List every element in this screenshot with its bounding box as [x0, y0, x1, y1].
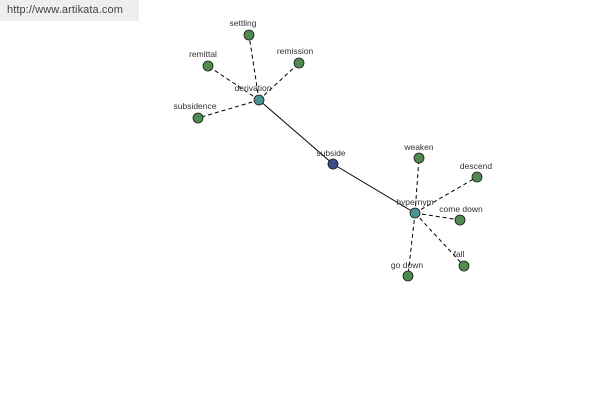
label-derivation: derivation — [235, 83, 272, 93]
node-descend[interactable] — [471, 171, 483, 183]
label-fall: fall — [454, 249, 465, 259]
label-come-down: come down — [439, 204, 483, 214]
edge-hypernym-weaken — [414, 157, 420, 214]
node-remission[interactable] — [293, 57, 305, 69]
label-subside: subside — [316, 148, 346, 158]
edge-hypernym-come-down — [414, 212, 461, 221]
edge-hypernym-descend — [414, 176, 478, 214]
node-subsidence[interactable] — [192, 112, 204, 124]
node-weaken[interactable] — [413, 152, 425, 164]
edge-derivation-remittal — [207, 65, 260, 101]
label-descend: descend — [460, 161, 492, 171]
edge-hypernym-go-down — [407, 212, 416, 277]
edge-derivation-subsidence — [197, 99, 260, 119]
node-come-down[interactable] — [454, 214, 466, 226]
label-remission: remission — [277, 46, 314, 56]
label-weaken: weaken — [403, 142, 434, 152]
node-settling[interactable] — [243, 29, 255, 41]
node-remittal[interactable] — [202, 60, 214, 72]
graph-edges — [197, 34, 478, 277]
label-go-down: go down — [391, 260, 423, 270]
graph-nodes — [192, 29, 483, 282]
graph-labels: subside derivation settling remittal remissi… — [173, 18, 492, 270]
edge-derivation-remission — [258, 62, 300, 101]
edge-derivation-settling — [248, 34, 260, 101]
node-go-down[interactable] — [402, 270, 414, 282]
edge-subside-derivation — [258, 99, 334, 165]
node-hypernym[interactable] — [409, 207, 421, 219]
label-settling: settling — [230, 18, 257, 28]
watermark-url: http://www.artikata.com — [0, 0, 139, 21]
label-subsidence: subsidence — [173, 101, 216, 111]
edge-hypernym-fall — [414, 212, 465, 267]
node-derivation[interactable] — [253, 94, 265, 106]
label-remittal: remittal — [189, 49, 217, 59]
node-fall[interactable] — [458, 260, 470, 272]
label-hypernym: hypernym — [396, 197, 433, 207]
edge-subside-hypernym — [332, 163, 416, 214]
node-subside[interactable] — [327, 158, 339, 170]
